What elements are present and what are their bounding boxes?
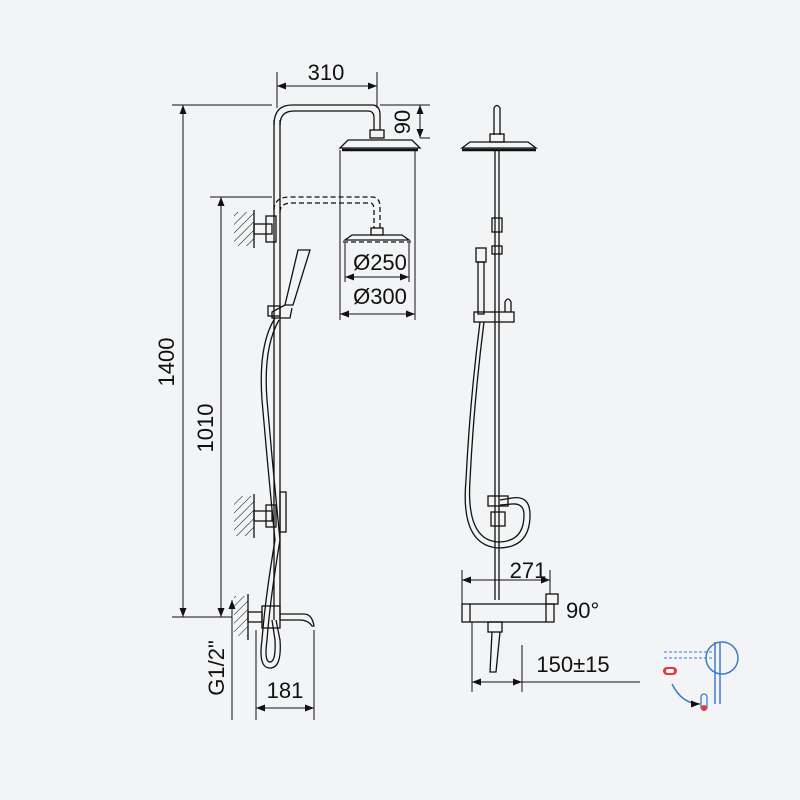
dim-head-drop: 90 (390, 110, 415, 134)
dim-mixer-height: 1010 (193, 404, 218, 453)
front-dimensions: 310 90 Ø250 Ø300 1400 1010 G1/2" (154, 60, 430, 720)
dim-connection-thread: G1/2" (204, 640, 229, 696)
thermostat-diagram-icon (663, 641, 739, 711)
dim-wall-distance: 150±15 (536, 652, 609, 677)
dim-total-height: 1400 (154, 338, 179, 387)
side-view (460, 104, 559, 673)
dim-diameter-small: Ø250 (353, 250, 407, 275)
dim-diameter-large: Ø300 (353, 284, 407, 309)
dim-rotation-angle: 90° (566, 598, 599, 623)
hand-shower (267, 249, 311, 319)
dim-spout-length: 181 (267, 678, 304, 703)
shower-head-small (342, 227, 412, 243)
dim-side-depth: 271 (510, 558, 547, 583)
shower-head-large (338, 129, 422, 152)
dim-arm-width: 310 (308, 60, 345, 85)
front-view (234, 104, 422, 669)
side-dimensions: 271 90° 150±15 (461, 558, 640, 692)
bath-mixer (234, 594, 315, 640)
